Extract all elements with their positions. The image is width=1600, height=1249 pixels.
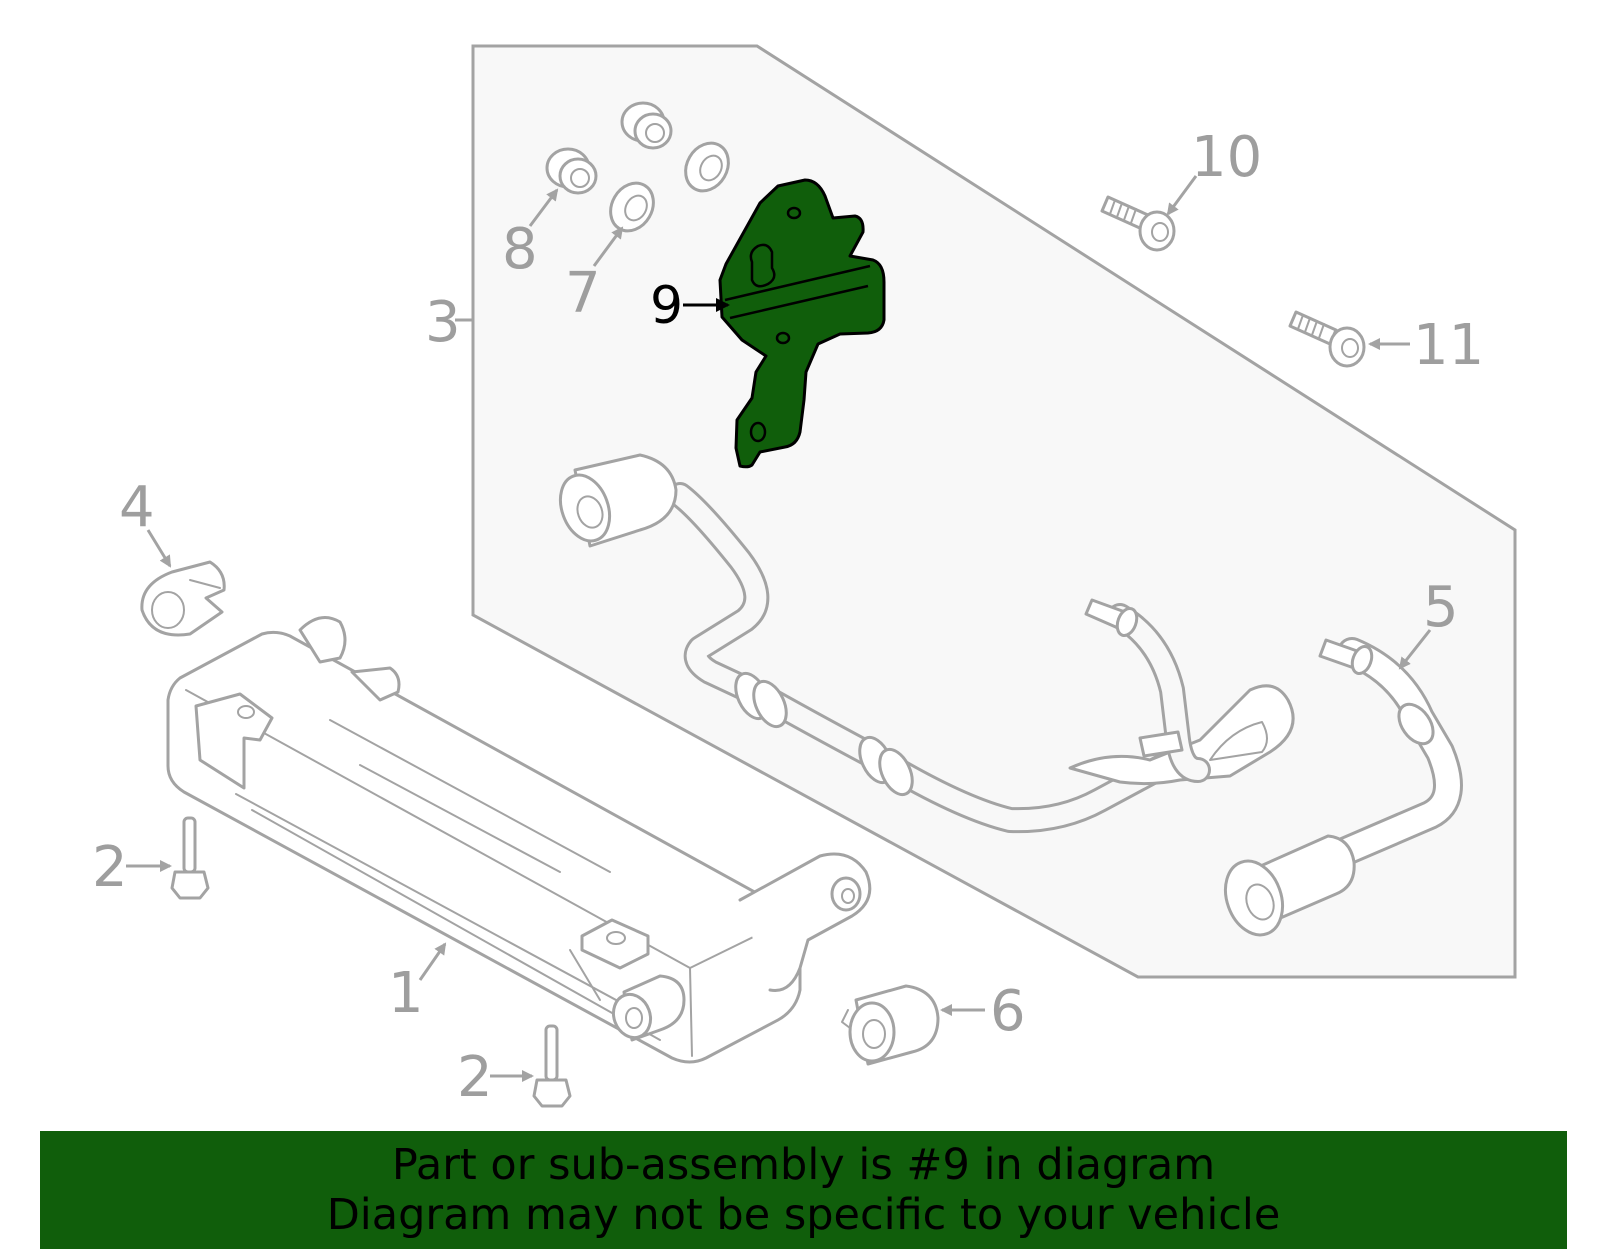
part-2-bolt-bottom[interactable] — [532, 1024, 572, 1108]
callout-9: 9 — [650, 276, 683, 336]
callout-1: 1 — [388, 961, 424, 1026]
part-4-clamp[interactable] — [140, 560, 226, 637]
notice-line-2: Diagram may not be specific to your vehi… — [326, 1190, 1281, 1240]
part-10-bolt[interactable] — [1100, 195, 1176, 252]
notice-banner: Part or sub-assembly is #9 in diagram Di… — [40, 1131, 1567, 1249]
part-7-washer-upper[interactable] — [677, 135, 737, 198]
part-11-bolt[interactable] — [1288, 310, 1366, 368]
callout-5: 5 — [1423, 575, 1459, 640]
leader-1 — [418, 942, 447, 981]
leader-7 — [592, 226, 624, 267]
part-8-bushing[interactable] — [545, 147, 598, 195]
part-6-bushing[interactable] — [841, 984, 940, 1066]
callout-10: 10 — [1191, 125, 1262, 190]
leader-4 — [146, 529, 172, 568]
part-8-bushing-upper[interactable] — [620, 101, 673, 150]
part-5-hose[interactable] — [1216, 637, 1463, 943]
part-9-bracket[interactable] — [718, 178, 886, 469]
callout-6: 6 — [990, 979, 1026, 1044]
part-1-oil-cooler[interactable] — [166, 616, 872, 1064]
notice-line-1: Part or sub-assembly is #9 in diagram — [391, 1140, 1216, 1190]
callout-4: 4 — [119, 475, 155, 540]
callout-2-left: 2 — [92, 835, 128, 900]
part-2-bolt-left[interactable] — [170, 816, 210, 900]
callout-2-bottom: 2 — [457, 1045, 493, 1110]
part-7-washer[interactable] — [602, 175, 662, 238]
callout-11: 11 — [1413, 313, 1484, 378]
callout-3: 3 — [425, 290, 461, 355]
leader-8 — [528, 188, 559, 227]
callout-7: 7 — [565, 261, 601, 326]
cooler-lines[interactable] — [552, 453, 1295, 834]
leader-5 — [1398, 629, 1432, 670]
callout-8: 8 — [502, 217, 538, 282]
leader-10 — [1166, 175, 1198, 216]
